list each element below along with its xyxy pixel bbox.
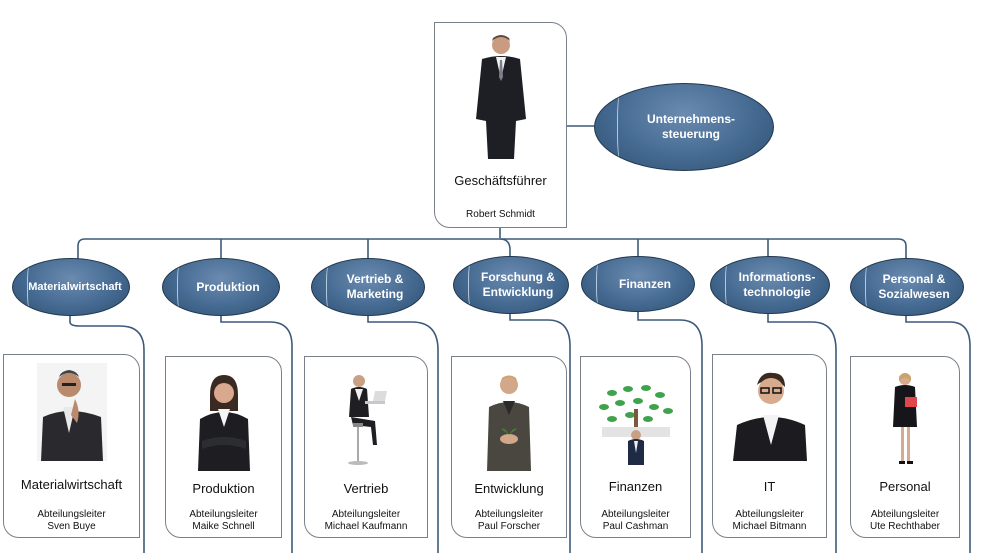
oval-unternehmenssteuerung[interactable]: Unternehmens- steuerung <box>594 83 774 171</box>
oval-label: Finanzen <box>618 276 671 291</box>
oval-informationstechnologie[interactable]: Informations- technologie <box>710 256 830 314</box>
oval-materialwirtschaft[interactable]: Materialwirtschaft <box>12 258 130 316</box>
ceo-title: Geschäftsführer <box>454 173 547 188</box>
businessman-photo-icon <box>475 35 526 159</box>
card-name: Michael Kaufmann <box>324 521 408 532</box>
card-name: Sven Buye <box>47 521 96 532</box>
oval-personal-sozialwesen[interactable]: Personal & Sozialwesen <box>850 258 964 316</box>
card-title: Personal <box>879 479 931 494</box>
ceo-card: Geschäftsführer Robert Schmidt <box>434 22 567 228</box>
card-title: Finanzen <box>608 479 663 494</box>
oval-label: Forschung & Entwicklung <box>481 270 555 299</box>
card-name: Paul Cashman <box>602 521 669 532</box>
oval-forschung-entwicklung[interactable]: Forschung & Entwicklung <box>453 256 569 314</box>
card-entwicklung: Entwicklung Abteilungsleiter Paul Forsch… <box>451 356 567 538</box>
card-role: Abteilungsleiter <box>601 509 670 520</box>
card-role: Abteilungsleiter <box>37 509 106 520</box>
card-title: Vertrieb <box>343 481 389 496</box>
oval-label: Materialwirtschaft <box>28 280 122 293</box>
oval-vertrieb-marketing[interactable]: Vertrieb & Marketing <box>311 258 425 316</box>
card-vertrieb: Vertrieb Abteilungsleiter Michael Kaufma… <box>304 356 428 538</box>
ceo-name: Robert Schmidt <box>466 209 535 220</box>
oval-label: Unternehmens- steuerung <box>646 112 735 141</box>
oval-label: Informations- technologie <box>738 270 816 299</box>
card-title: Materialwirtschaft <box>20 477 123 492</box>
man-laptop-photo-icon <box>348 375 387 465</box>
card-name: Michael Bitmann <box>732 521 807 532</box>
card-name: Paul Forscher <box>477 521 541 532</box>
woman-folder-photo-icon <box>893 373 917 464</box>
oval-label: Personal & Sozialwesen <box>878 272 950 301</box>
card-title: Produktion <box>192 481 255 496</box>
card-name: Maike Schnell <box>192 521 255 532</box>
oval-label: Produktion <box>196 279 260 294</box>
card-materialwirtschaft: Materialwirtschaft Abteilungsleiter Sven… <box>3 354 140 538</box>
card-finanzen: Finanzen Abteilungsleiter Paul Cashman <box>580 356 691 538</box>
card-role: Abteilungsleiter <box>735 509 804 520</box>
money-tree-photo-icon <box>598 385 673 465</box>
card-it: IT Abteilungsleiter Michael Bitmann <box>712 354 827 538</box>
card-role: Abteilungsleiter <box>189 509 258 520</box>
card-title: IT <box>763 479 776 494</box>
card-personal: Personal Abteilungsleiter Ute Rechthaber <box>850 356 960 538</box>
card-role: Abteilungsleiter <box>870 509 940 520</box>
man-plant-photo-icon <box>487 375 531 471</box>
card-role: Abteilungsleiter <box>331 509 401 520</box>
card-role: Abteilungsleiter <box>474 509 544 520</box>
oval-label: Vertrieb & Marketing <box>346 272 404 301</box>
oval-produktion[interactable]: Produktion <box>162 258 280 316</box>
card-name: Ute Rechthaber <box>869 521 941 532</box>
card-produktion: Produktion Abteilungsleiter Maike Schnel… <box>165 356 282 538</box>
oval-finanzen[interactable]: Finanzen <box>581 256 695 312</box>
businesswoman-photo-icon <box>197 375 250 471</box>
card-title: Entwicklung <box>474 481 544 496</box>
man-glasses-photo-icon <box>732 372 807 461</box>
thinking-man-photo-icon <box>36 363 107 461</box>
